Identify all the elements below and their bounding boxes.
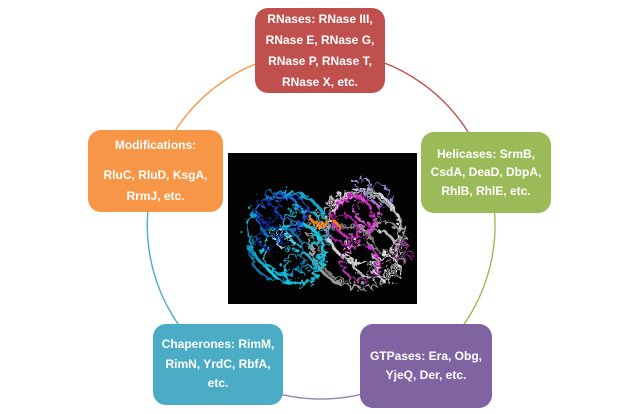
node-text-line: GTPases: Era, Obg, [369,349,483,363]
node-text-line: RNases: RNase III, [267,11,373,26]
node-text-line: RluC, RluD, KsgA, [103,168,208,182]
node-text-line: RhlB, RhlE, etc. [441,183,531,198]
node-text-line: RNase X, etc. [281,74,359,89]
large-subunit-ribbons [305,173,408,286]
node-gtpases: GTPases: Era, Obg, YjeQ, Der, etc. [360,324,492,408]
node-rnases: RNases: RNase III, RNase E, RNase G, RNa… [255,8,385,93]
node-text-line: Chaperones: RimM, [161,337,275,352]
node-text-line: RNase P, RNase T, [268,53,372,68]
node-text-line: Helicases: SrmB, [436,146,536,161]
node-text-line: etc. [207,376,229,391]
node-text-line: YjeQ, Der, etc. [385,368,467,382]
mrna-strand [304,213,340,227]
node-text-line: CsdA, DeaD, DbpA, [430,165,542,180]
node-text-line: RNase E, RNase G, [265,32,375,47]
node-modifications: Modifications: RluC, RluD, KsgA, RrmJ, e… [88,130,223,212]
node-text-line: RrmJ, etc. [126,189,185,203]
small-subunit-ribbons [242,187,326,283]
node-heading: Modifications: [114,138,197,152]
node-helicases: Helicases: SrmB, CsdA, DeaD, DbpA, RhlB,… [421,132,551,213]
node-chaperones: Chaperones: RimM, RimN, YrdC, RbfA, etc. [153,324,283,405]
ribosome-structure-image [228,153,417,304]
node-text-line: RimN, YrdC, RbfA, [165,356,271,371]
